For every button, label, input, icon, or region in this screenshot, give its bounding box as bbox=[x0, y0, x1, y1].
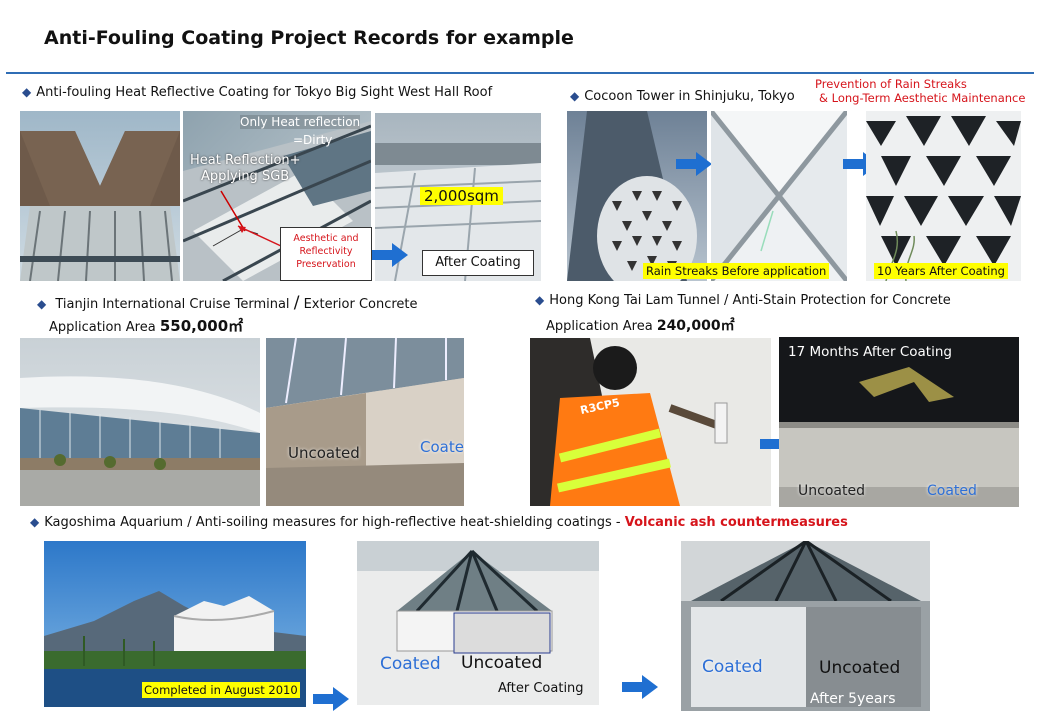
uncoated-label: Uncoated bbox=[798, 483, 865, 499]
heading-red-text: Volcanic ash countermeasures bbox=[624, 515, 848, 530]
section-tokyo-big-sight-heading: ◆ Anti-fouling Heat Reflective Coating fo… bbox=[22, 85, 492, 100]
heading-text: Hong Kong Tai Lam Tunnel / Anti-Stain Pr… bbox=[549, 293, 951, 308]
after-5years-label: After 5years bbox=[810, 691, 896, 707]
coated-label: Coated bbox=[380, 654, 441, 674]
preservation-line3: Preservation bbox=[296, 259, 356, 270]
cocoon-note: Prevention of Rain Streaks & Long-Term A… bbox=[815, 77, 1025, 105]
coated-label: Coated bbox=[702, 657, 763, 677]
big-sight-building-photo bbox=[20, 111, 180, 281]
coated-label: Coated bbox=[420, 438, 464, 456]
kagoshima-after-coating-photo: Coated Uncoated After Coating bbox=[357, 541, 599, 705]
tianjin-area: Application Area 550,000㎡ bbox=[49, 315, 243, 336]
tianjin-terminal-photo bbox=[20, 338, 260, 506]
kagoshima-after-5years-photo: Coated Uncoated After 5years bbox=[681, 541, 930, 711]
tai-lam-worker-photo: R3CP5 bbox=[530, 338, 771, 506]
section-hong-kong-heading: ◆ Hong Kong Tai Lam Tunnel / Anti-Stain P… bbox=[535, 293, 951, 308]
heading-text: Cocoon Tower in Shinjuku, Tokyo bbox=[584, 89, 795, 104]
months-after-label: 17 Months After Coating bbox=[788, 344, 952, 360]
callout-sgb-line2: Applying SGB bbox=[201, 169, 290, 184]
section-cocoon-tower-heading: ◆ Cocoon Tower in Shinjuku, Tokyo bbox=[570, 89, 795, 104]
diamond-bullet-icon: ◆ bbox=[37, 297, 47, 311]
coated-label: Coated bbox=[927, 483, 977, 499]
heading-text-a: Tianjin International Cruise Terminal bbox=[55, 297, 290, 312]
diamond-bullet-icon: ◆ bbox=[535, 293, 545, 307]
rain-streaks-photo bbox=[711, 111, 847, 281]
heading-separator: / bbox=[293, 293, 300, 313]
preservation-line2: Reflectivity bbox=[299, 246, 353, 257]
arrow-right-icon bbox=[676, 152, 712, 176]
callout-sgb-line1: Heat Reflection+ bbox=[190, 153, 301, 168]
rain-streaks-label: Rain Streaks Before application bbox=[643, 263, 830, 279]
area-value: 550,000㎡ bbox=[159, 317, 244, 335]
after-coating-label: After Coating bbox=[422, 250, 534, 276]
cocoon-note-line1: Prevention of Rain Streaks bbox=[815, 77, 967, 91]
tai-lam-after-photo: 17 Months After Coating Uncoated Coated bbox=[779, 337, 1019, 507]
hong-kong-area: Application Area 240,000㎡ bbox=[546, 315, 735, 335]
ten-years-after-label: 10 Years After Coating bbox=[874, 263, 1008, 279]
after-coating-label: After Coating bbox=[498, 681, 584, 696]
arrow-right-icon bbox=[372, 243, 408, 267]
uncoated-label: Uncoated bbox=[461, 653, 543, 673]
callout-dirty-line2: =Dirty bbox=[293, 133, 333, 147]
completed-label: Completed in August 2010 bbox=[142, 682, 300, 698]
preservation-callout-box: Aesthetic and Reflectivity Preservation bbox=[280, 227, 372, 281]
uncoated-label: Uncoated bbox=[288, 444, 360, 462]
kagoshima-aquarium-photo: Completed in August 2010 bbox=[44, 541, 306, 707]
page-title: Anti-Fouling Coating Project Records for… bbox=[44, 27, 574, 49]
title-rule bbox=[6, 72, 1034, 74]
heading-text-b: Exterior Concrete bbox=[303, 297, 418, 312]
tianjin-wall-photo: Uncoated Coated bbox=[266, 338, 464, 506]
uncoated-label: Uncoated bbox=[819, 658, 901, 678]
area-label: Application Area bbox=[49, 320, 156, 335]
arrow-right-icon bbox=[622, 675, 658, 699]
area-2000sqm-label: 2,000sqm bbox=[420, 187, 503, 205]
area-value: 240,000㎡ bbox=[656, 318, 735, 334]
ten-years-after-photo bbox=[866, 111, 1021, 281]
diamond-bullet-icon: ◆ bbox=[30, 515, 40, 529]
diamond-bullet-icon: ◆ bbox=[570, 89, 580, 103]
area-label: Application Area bbox=[546, 319, 653, 334]
section-tianjin-heading: ◆ Tianjin International Cruise Terminal … bbox=[37, 293, 418, 313]
section-kagoshima-heading: ◆ Kagoshima Aquarium / Anti-soiling measu… bbox=[30, 515, 848, 530]
arrow-right-icon bbox=[313, 687, 349, 711]
callout-dirty-line1: Only Heat reflection bbox=[240, 115, 361, 129]
diamond-bullet-icon: ◆ bbox=[22, 85, 32, 99]
heading-text: Kagoshima Aquarium / Anti-soiling measur… bbox=[44, 515, 625, 530]
cocoon-tower-photo bbox=[567, 111, 707, 281]
heading-text: Anti-fouling Heat Reflective Coating for… bbox=[36, 85, 493, 100]
preservation-line1: Aesthetic and bbox=[293, 233, 359, 244]
cocoon-note-line2: & Long-Term Aesthetic Maintenance bbox=[819, 91, 1026, 105]
